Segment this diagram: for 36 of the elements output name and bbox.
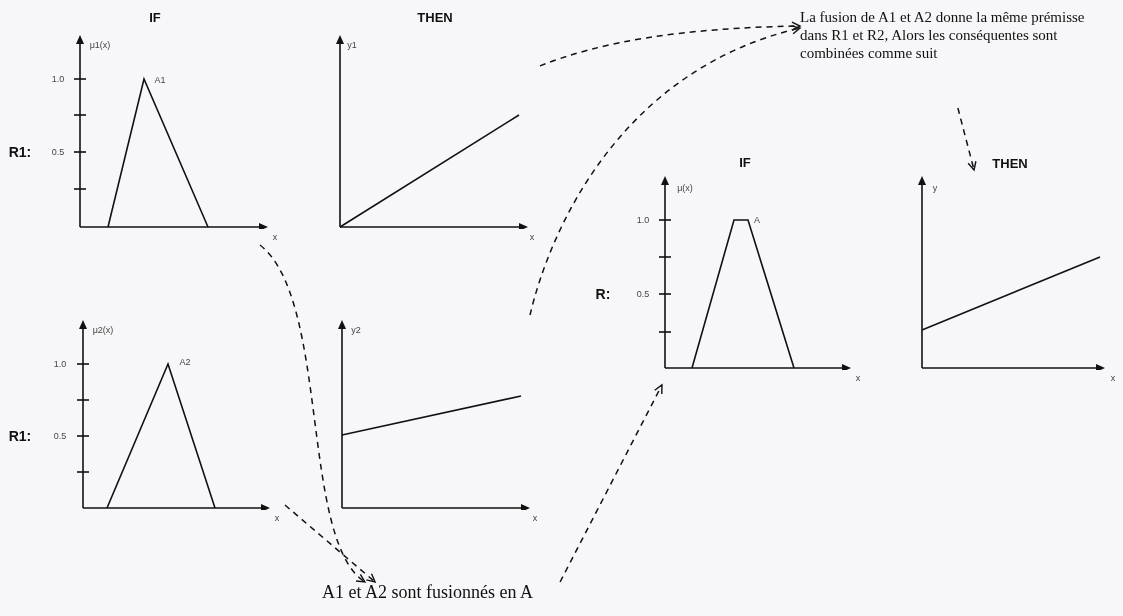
dashed-arrow xyxy=(259,244,366,583)
axis-label: x xyxy=(529,232,535,242)
axis-label: x xyxy=(274,513,280,523)
axis-label: x xyxy=(1110,373,1116,383)
column-heading: IF xyxy=(739,155,751,169)
rule-label: R1: xyxy=(8,145,32,159)
tick-label: 1.0 xyxy=(53,359,67,369)
dashed-arrow xyxy=(559,384,663,583)
dashed-arrow xyxy=(284,504,376,583)
axis-label: μ2(x) xyxy=(92,325,114,335)
dashed-arrow xyxy=(957,107,977,171)
axis-label: x xyxy=(855,373,861,383)
axis-label: y1 xyxy=(347,40,357,50)
tick-label: 0.5 xyxy=(636,289,650,299)
tick-label: 1.0 xyxy=(636,215,650,225)
tick-label: 0.5 xyxy=(51,147,65,157)
axis-label: x xyxy=(532,513,538,523)
curve-label: A xyxy=(754,215,760,225)
axis-label: μ(x) xyxy=(677,183,693,193)
dashed-arrow xyxy=(529,25,801,316)
tick-label: 0.5 xyxy=(53,431,67,441)
note-text: A1 et A2 sont fusionnés en A xyxy=(322,582,534,604)
column-heading: THEN xyxy=(992,156,1028,170)
curve-label: A2 xyxy=(179,357,191,367)
rule-label: R1: xyxy=(8,429,32,443)
axis-label: y xyxy=(932,183,938,193)
column-heading: IF xyxy=(149,10,161,24)
rule-label: R: xyxy=(595,287,611,301)
note-text: La fusion de A1 et A2 donne la même prémisse dans R1 et R2, Alors les conséquentes sont combinées comme suit xyxy=(800,8,1085,62)
axis-label: x xyxy=(272,232,278,242)
axis-label: μ1(x) xyxy=(89,40,111,50)
dashed-arrow xyxy=(539,21,801,67)
tick-label: 1.0 xyxy=(51,74,65,84)
column-heading: THEN xyxy=(417,10,453,24)
axis-label: y2 xyxy=(351,325,361,335)
curve-label: A1 xyxy=(154,75,166,85)
